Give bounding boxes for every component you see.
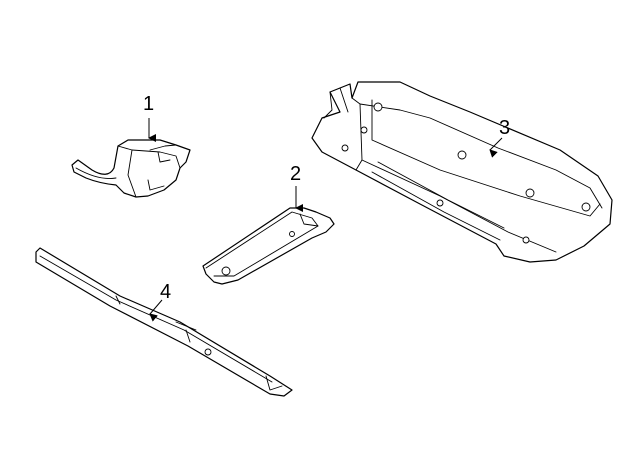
- callout-2: 2: [290, 163, 301, 185]
- part-1-bracket[interactable]: [71, 139, 191, 198]
- part-3-skid-plate[interactable]: [311, 81, 613, 263]
- callout-1: 1: [143, 93, 154, 115]
- callout-3: 3: [499, 117, 510, 139]
- leader-4: [149, 299, 163, 322]
- leader-3: [489, 137, 503, 158]
- callout-4: 4: [160, 281, 171, 303]
- part-2-strap-bracket[interactable]: [202, 207, 335, 285]
